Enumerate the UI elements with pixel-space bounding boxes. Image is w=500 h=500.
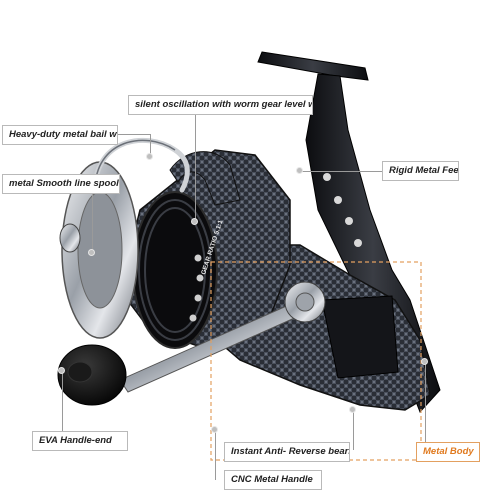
leg-hole — [334, 196, 342, 204]
callout-cnc-handle: CNC Metal Handle — [224, 470, 322, 490]
eva-knob-cap — [67, 361, 93, 383]
leader-line — [215, 430, 216, 480]
leader-dot — [146, 153, 153, 160]
leader-dot — [191, 218, 198, 225]
leader-line — [118, 134, 150, 135]
leader-dot — [211, 426, 218, 433]
leader-line — [62, 370, 63, 432]
handle-hub-cap — [295, 292, 315, 312]
leader-dot — [58, 367, 65, 374]
callout-bail-wire: Heavy-duty metal bail wire — [2, 125, 118, 145]
leader-line — [150, 134, 151, 156]
line-spool-inner — [77, 191, 123, 309]
callout-metal-body: Metal Body — [416, 442, 480, 462]
leader-line — [353, 410, 354, 450]
callout-line-spooler: metal Smooth line spooler — [2, 174, 120, 194]
leader-line — [425, 362, 426, 450]
leader-line — [300, 171, 382, 172]
gear-side-plate — [321, 295, 399, 379]
leg-hole — [323, 173, 331, 181]
leader-dot — [296, 167, 303, 174]
spool-hole — [189, 314, 197, 322]
spool-hole — [196, 274, 204, 282]
leader-line — [195, 112, 196, 222]
reel-foot-plate — [257, 51, 369, 81]
leader-dot — [349, 406, 356, 413]
leader-dot — [88, 249, 95, 256]
leg-hole — [354, 239, 362, 247]
callout-rigid-feet: Rigid Metal Feet — [382, 161, 459, 181]
leader-dot — [421, 358, 428, 365]
spool-skirt-ring — [144, 207, 206, 333]
spool-knob — [59, 223, 81, 253]
leader-line — [92, 192, 93, 252]
callout-oscillation: silent oscillation with worm gear level … — [128, 95, 313, 115]
spool-hole — [194, 294, 202, 302]
spool-hole — [194, 254, 202, 262]
callout-anti-reverse: Instant Anti- Reverse bearing — [224, 442, 350, 462]
callout-eva-handle: EVA Handle-end — [32, 431, 128, 451]
leg-hole — [345, 217, 353, 225]
